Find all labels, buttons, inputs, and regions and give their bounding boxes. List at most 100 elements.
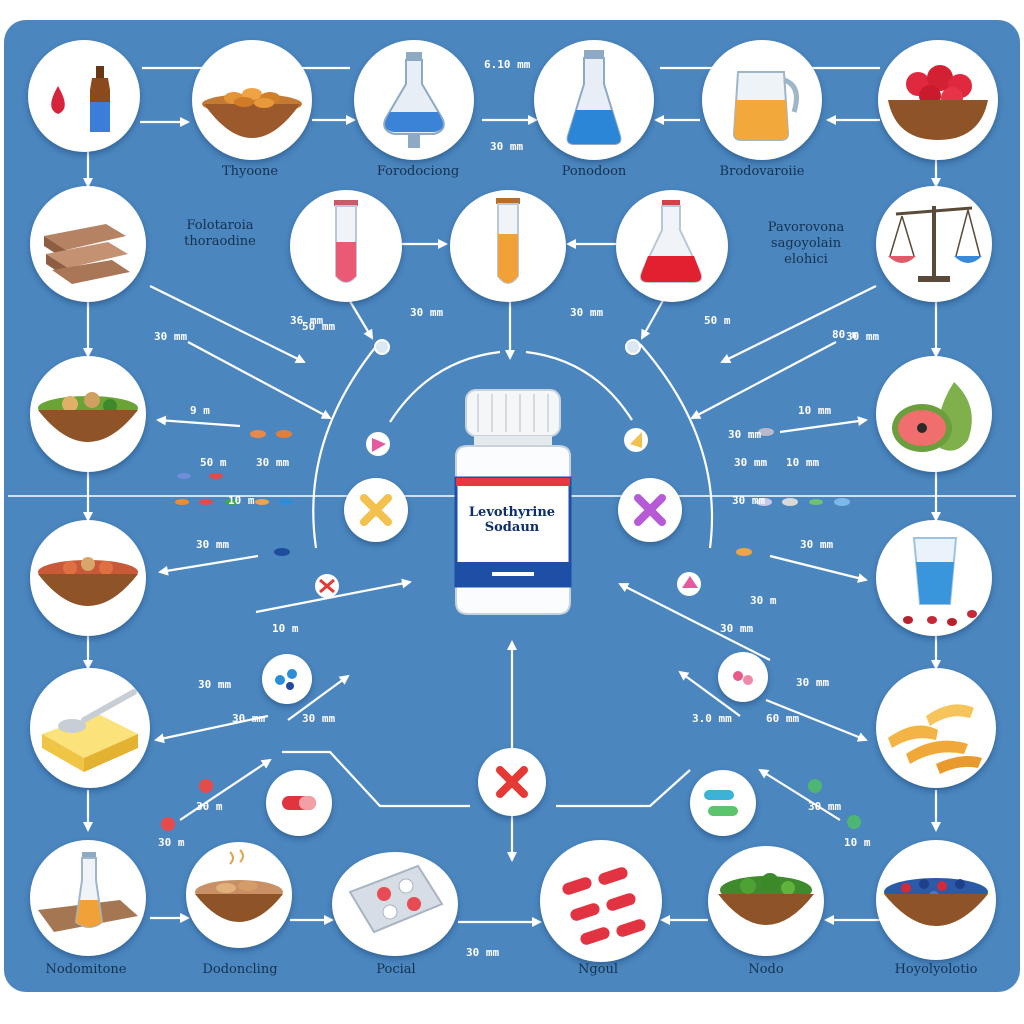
node-salad-bowl <box>30 356 146 472</box>
distance-label: 30 mm <box>232 712 266 725</box>
arrow <box>720 285 877 363</box>
pill-dots <box>161 428 861 831</box>
blood-drop-icon <box>51 86 65 114</box>
distance-label: 30 m <box>196 800 223 813</box>
node-flask <box>354 40 474 160</box>
distance-label: 30 mm <box>196 538 230 551</box>
pill-pink-marker <box>718 652 768 702</box>
node-grain-bowl <box>186 842 292 948</box>
label-bottom-3: Pocial <box>376 962 416 977</box>
caution-x-icon <box>360 494 392 526</box>
distance-label: 30 mm <box>570 306 604 319</box>
distance-label: 30 m <box>158 836 185 849</box>
label-top-1: Thyoone <box>221 164 279 179</box>
pill-mix-marker <box>262 654 312 704</box>
arrow <box>618 583 771 661</box>
label-top-3: Ponodoon <box>561 164 627 179</box>
distance-label: 3.0 mm <box>692 712 732 725</box>
node-butter-spoon <box>30 668 150 788</box>
distance-label: 50 m <box>200 456 227 469</box>
label-right-side: Pavorovona sagoyolain elohici <box>767 220 845 267</box>
arrow <box>287 674 350 721</box>
distance-label: 6.10 mm <box>484 58 531 71</box>
distance-label: 10 mm <box>798 404 832 417</box>
node-capsule-tray <box>540 840 662 962</box>
arrow <box>187 341 332 419</box>
distance-label: 30 mm <box>796 676 830 689</box>
medicine-bottle-icon <box>454 389 572 615</box>
arrow <box>158 554 259 576</box>
arrow <box>525 350 633 421</box>
arrow <box>779 416 868 434</box>
pills-marker <box>690 770 756 836</box>
distance-label: 50 mm <box>302 320 336 333</box>
node-test-tube-orange <box>450 190 566 302</box>
distance-label: 30 mm <box>732 494 766 507</box>
caution-x-marker <box>344 478 408 542</box>
distance-label: 30 mm <box>154 330 188 343</box>
distance-label: 30 mm <box>466 946 500 959</box>
connector-dots <box>374 339 641 355</box>
interaction-x-icon <box>634 494 666 526</box>
distance-label: 10 m <box>844 836 871 849</box>
node-blueberry-bowl <box>876 840 996 960</box>
node-berry-bowl <box>878 40 998 160</box>
node-blood-and-bottle <box>28 40 140 152</box>
label-bottom-5: Nodo <box>748 962 784 977</box>
arrow <box>312 343 379 549</box>
distance-label: 30 mm <box>256 456 290 469</box>
node-flask-red <box>616 190 728 302</box>
distance-label: 10 m <box>272 622 299 635</box>
label-bottom-1: Nodomitone <box>45 962 127 977</box>
arrow <box>156 415 241 428</box>
node-juice-pitcher <box>702 40 822 160</box>
distance-label: 30 mm <box>808 800 842 813</box>
distance-label: 10 mm <box>786 456 820 469</box>
node-test-tube-pink <box>290 190 402 302</box>
distance-label: 36 mm <box>290 314 324 327</box>
node-papaya <box>876 356 992 472</box>
arrow <box>769 554 868 583</box>
distance-label: 30 mm <box>410 306 444 319</box>
distance-label: 30 mm <box>490 140 524 153</box>
node-water-glass <box>876 520 992 636</box>
distance-label: 60 mm <box>766 712 800 725</box>
node-pill-blister <box>332 852 458 956</box>
distance-label: 80 m <box>832 328 859 341</box>
label-top-4: Brodovaroiie <box>719 164 805 179</box>
avoid-x-marker <box>478 748 546 816</box>
arrow <box>639 343 714 549</box>
warning-triangles <box>315 428 701 598</box>
node-fries <box>876 668 996 788</box>
node-greens-bowl <box>708 846 824 956</box>
distance-label: 30 mm <box>302 712 336 725</box>
distance-label: 30 mm <box>846 330 880 343</box>
arrow <box>678 670 741 717</box>
distance-label: 30 mm <box>720 622 754 635</box>
node-bean-bowl <box>30 520 146 636</box>
arrow <box>765 698 868 742</box>
interaction-x-marker <box>618 478 682 542</box>
node-flask-on-board <box>30 840 146 956</box>
distance-label: 30 mm <box>198 678 232 691</box>
node-balance-scale <box>876 186 992 302</box>
node-beaker <box>534 40 654 160</box>
product-label: Levothyrine Sodaun <box>468 505 556 535</box>
arrow <box>255 578 412 614</box>
distance-label: 50 m <box>704 314 731 327</box>
avoid-x-icon <box>496 766 528 798</box>
arrow <box>149 285 306 363</box>
distance-label: 30 mm <box>728 428 762 441</box>
arrow <box>154 714 269 744</box>
arrow <box>179 758 272 821</box>
arrow <box>690 341 837 419</box>
capsule-marker <box>266 770 332 836</box>
arrow <box>389 350 501 423</box>
arrow <box>556 769 691 808</box>
distance-label: 10 m <box>228 494 255 507</box>
label-top-2: Forodociong <box>376 164 460 179</box>
arrow <box>282 750 470 808</box>
label-bottom-4: Ngoul <box>577 962 619 977</box>
